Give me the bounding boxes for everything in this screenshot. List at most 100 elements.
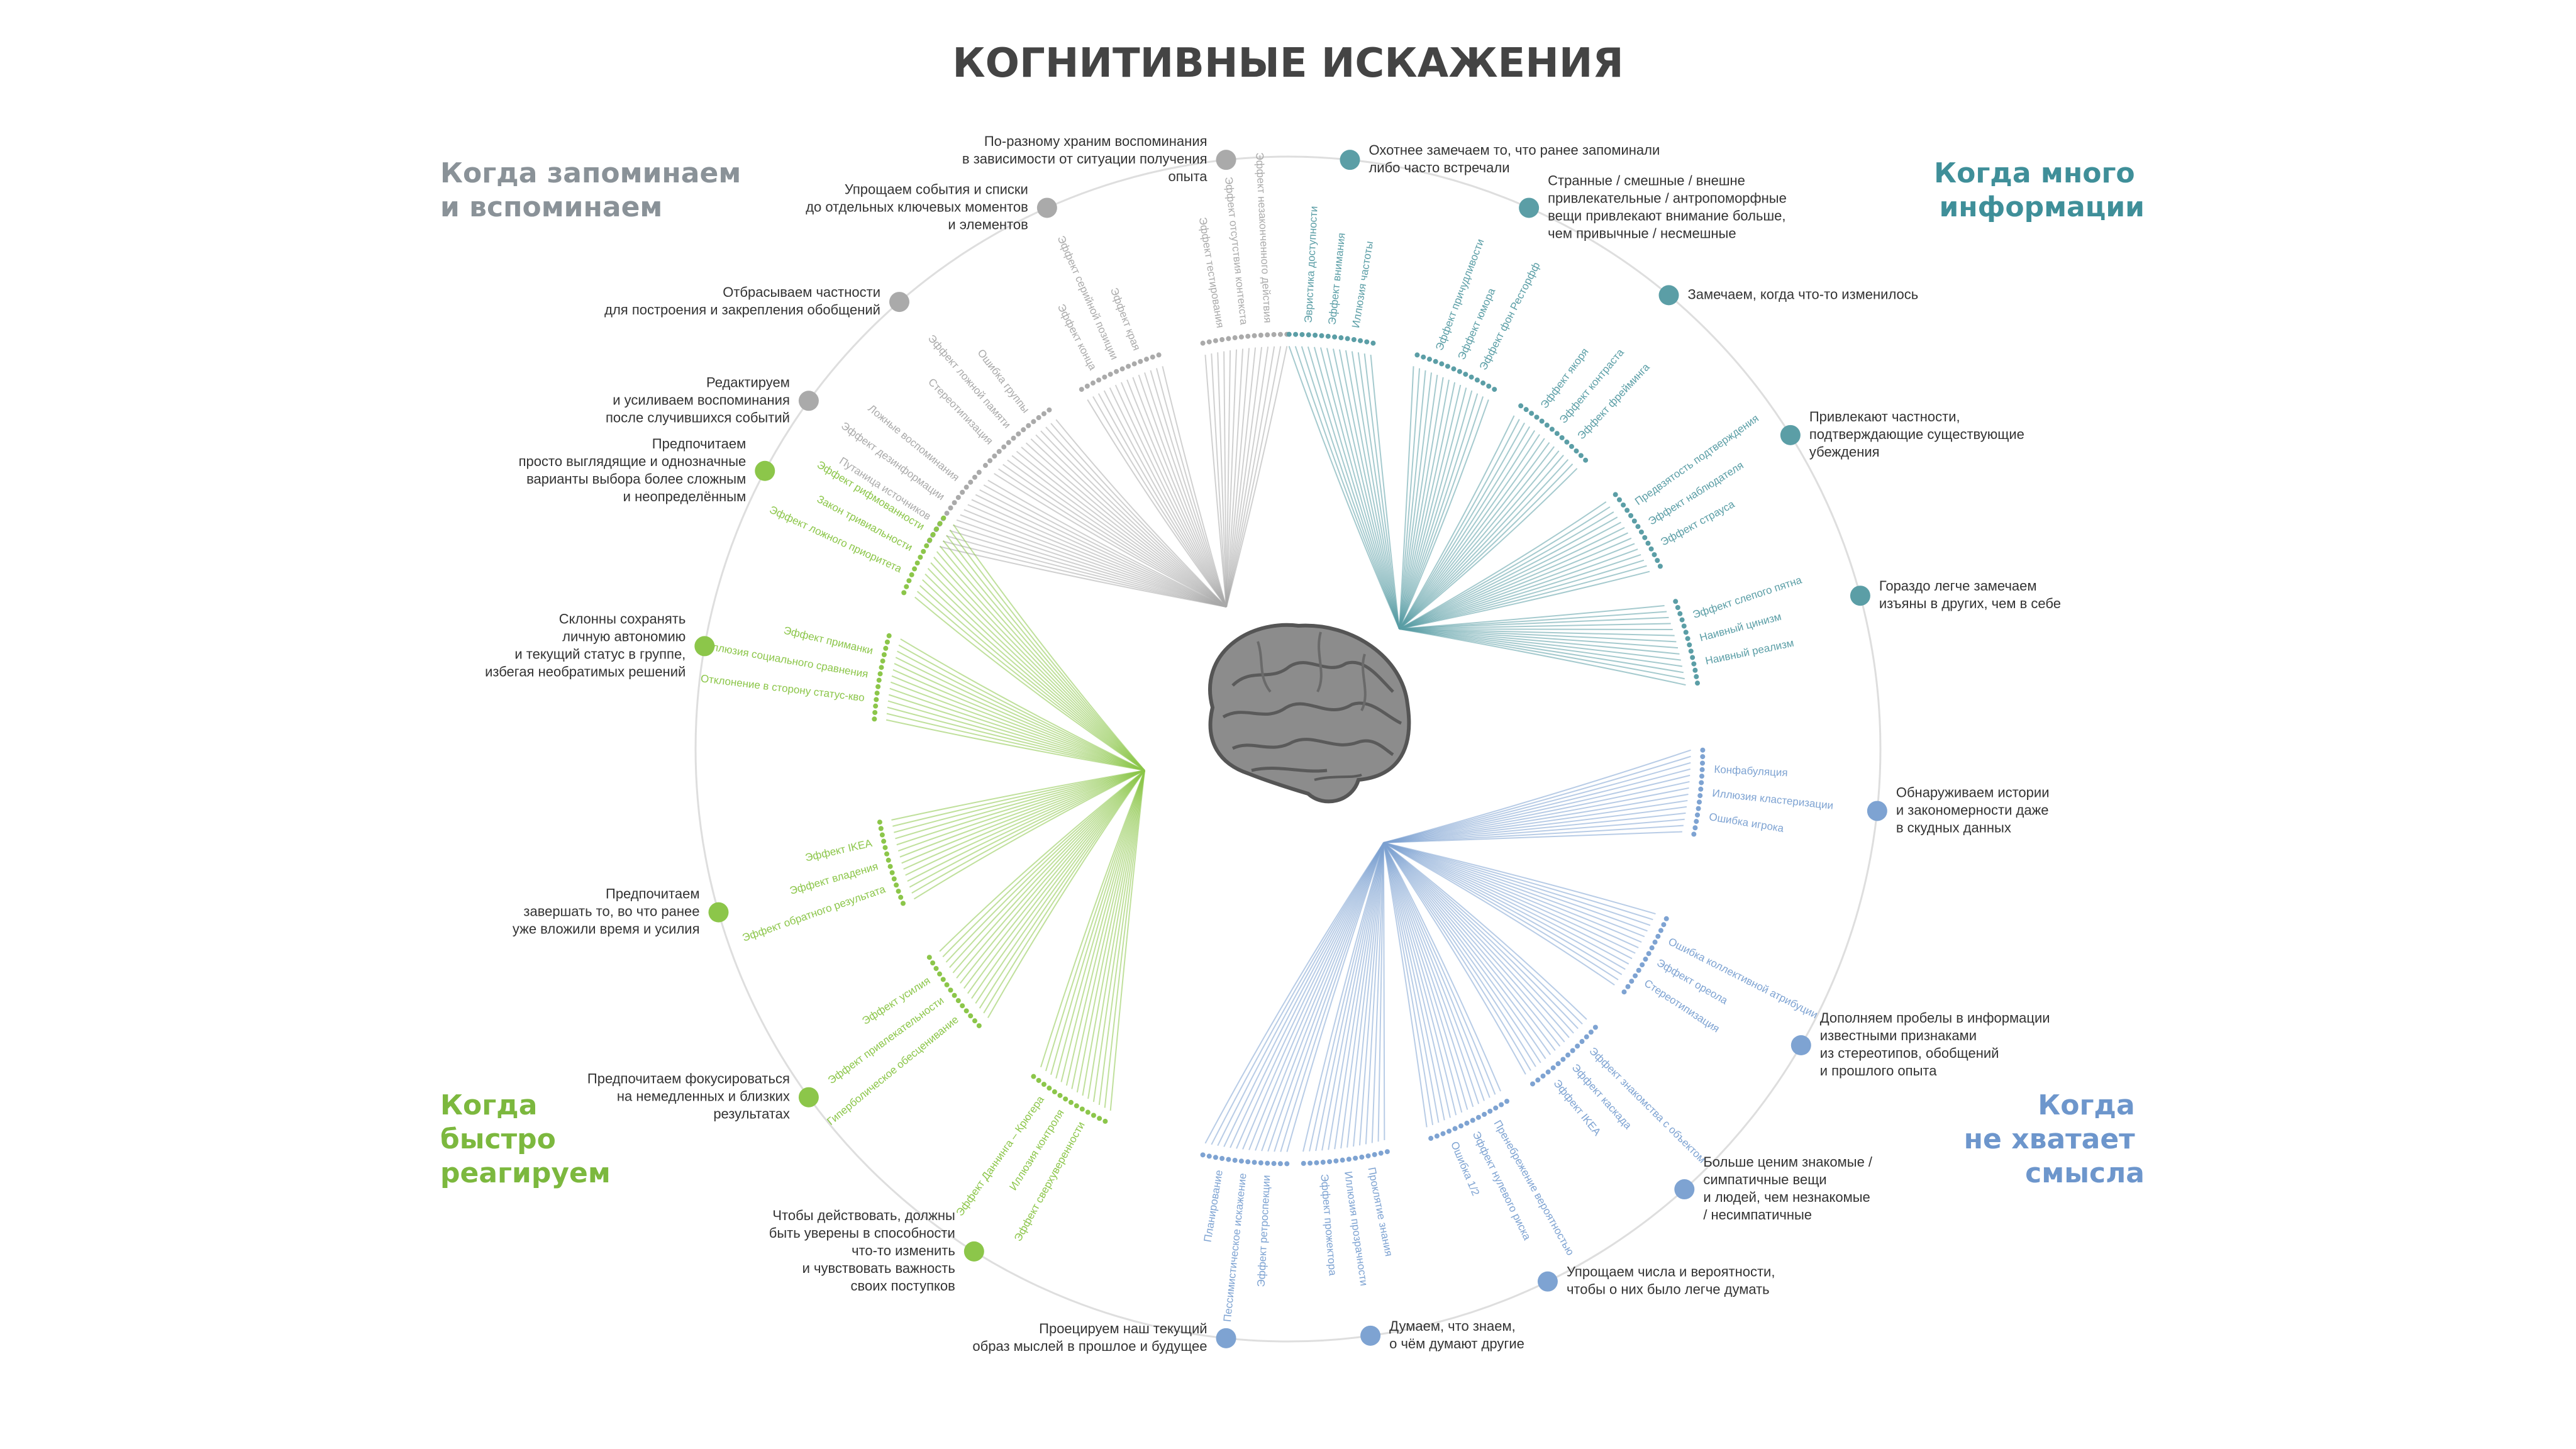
- category-node-dot: [1360, 1325, 1381, 1346]
- leaf-dot: [1351, 336, 1357, 342]
- branch-line: [1399, 628, 1677, 643]
- branch-line: [1226, 346, 1282, 608]
- category-node-dot: [1780, 425, 1801, 445]
- category-node-dot: [1658, 285, 1679, 306]
- leaf-dot: [887, 863, 893, 869]
- branch-line: [1226, 346, 1275, 608]
- branch-line: [1399, 548, 1638, 630]
- leaf-dot: [875, 684, 881, 689]
- category-label-line: и элементов: [948, 216, 1028, 232]
- leaf-dot: [1384, 1149, 1390, 1155]
- branch-line: [1383, 842, 1653, 921]
- leaf-dot: [891, 876, 897, 882]
- branch-line: [1383, 842, 1629, 965]
- branch-line: [1346, 842, 1384, 1148]
- branch-line: [1399, 628, 1680, 655]
- leaf-dot: [901, 590, 907, 596]
- leaf-dot: [921, 548, 926, 554]
- category-label-line: Замечаем, когда что-то изменилось: [1688, 286, 1919, 302]
- branch-line: [894, 663, 1145, 771]
- branch-line: [1126, 379, 1227, 608]
- leaf-dot: [1588, 1030, 1594, 1035]
- branch-line: [953, 525, 1227, 608]
- leaf-dot: [1265, 332, 1270, 338]
- leaf-dot: [1131, 361, 1137, 367]
- leaf-dot: [1258, 1160, 1263, 1165]
- leaf-dot: [1698, 786, 1704, 792]
- leaf-dot: [1545, 1069, 1551, 1075]
- quadrant-meaning-line-3: смысла: [2025, 1157, 2145, 1189]
- leaf-dot: [1358, 338, 1363, 343]
- leaf-dot: [1026, 423, 1031, 428]
- branch-line: [1025, 442, 1227, 608]
- leaf-dot: [1434, 1133, 1440, 1139]
- leaf-dot: [1090, 380, 1096, 386]
- category-label-line: и неопределённым: [623, 489, 747, 504]
- branch-line: [960, 770, 1145, 984]
- branch-line: [1399, 611, 1667, 630]
- branch-line: [1383, 842, 1552, 1055]
- branch-line: [1383, 842, 1579, 1030]
- category-node-dot: [1519, 197, 1540, 218]
- leaf-dot: [968, 479, 974, 485]
- category-label-line: привлекательные / антропоморфные: [1548, 190, 1787, 206]
- branch-line: [1383, 762, 1691, 843]
- branch-line: [1399, 532, 1628, 630]
- branch-line: [1280, 842, 1384, 1152]
- leaf-dot: [1575, 1043, 1580, 1049]
- branch-line: [1383, 842, 1587, 1020]
- leaf-dot: [1631, 518, 1637, 524]
- leaf-dot: [1114, 369, 1119, 374]
- branch-line: [1383, 842, 1496, 1095]
- leaf-dot: [1271, 331, 1277, 337]
- branch-line: [1399, 628, 1673, 631]
- branches-layer: [886, 346, 1691, 1152]
- branch-line: [911, 770, 1145, 894]
- branch-line: [1045, 770, 1145, 1072]
- leaf-dot: [1652, 552, 1657, 557]
- branch-line: [963, 770, 1145, 989]
- branch-line: [987, 770, 1145, 1018]
- category-label-line: Отбрасываем частности: [723, 284, 880, 300]
- branch-line: [945, 770, 1145, 963]
- branch-line: [1050, 770, 1145, 1075]
- branch-line: [1223, 351, 1227, 608]
- leaf-dot: [1200, 340, 1206, 346]
- branch-line: [960, 514, 1227, 608]
- leaf-dot: [880, 658, 886, 664]
- leaf-dot: [1079, 387, 1084, 392]
- branch-line: [1383, 842, 1642, 943]
- branch-line: [946, 535, 1145, 771]
- leaf-dot: [1568, 443, 1574, 449]
- branch-line: [1383, 793, 1689, 843]
- branch-line: [1399, 526, 1625, 630]
- leaf-dot: [963, 1008, 969, 1014]
- leaf-dot: [1583, 457, 1589, 463]
- branch-line: [1383, 842, 1463, 1113]
- category-label-line: уже вложили время и усилия: [513, 921, 700, 937]
- branch-line: [1377, 842, 1384, 1142]
- leaf-dot: [1031, 1074, 1036, 1079]
- category-label-line: Привлекают частности,: [1809, 409, 1960, 425]
- category-label: Охотнее замечаем то, что ранее запоминал…: [1368, 142, 1660, 175]
- leaf-dot: [874, 691, 880, 696]
- leaf-dot: [1677, 611, 1683, 616]
- category-label-line: в зависимости от ситуации получения: [962, 151, 1208, 167]
- category-node-dot: [1036, 197, 1057, 218]
- branch-line: [1399, 399, 1489, 630]
- branch-line: [1399, 379, 1450, 630]
- branch-line: [1399, 628, 1683, 667]
- leaf-dot: [972, 474, 977, 480]
- leaf-dot: [1661, 922, 1667, 928]
- leaf-dot: [1457, 369, 1462, 374]
- branch-line: [1399, 628, 1679, 649]
- branch-line: [1109, 770, 1145, 1111]
- branch-line: [1383, 842, 1451, 1118]
- branch-line: [1383, 842, 1440, 1123]
- branch-line: [1383, 842, 1531, 1071]
